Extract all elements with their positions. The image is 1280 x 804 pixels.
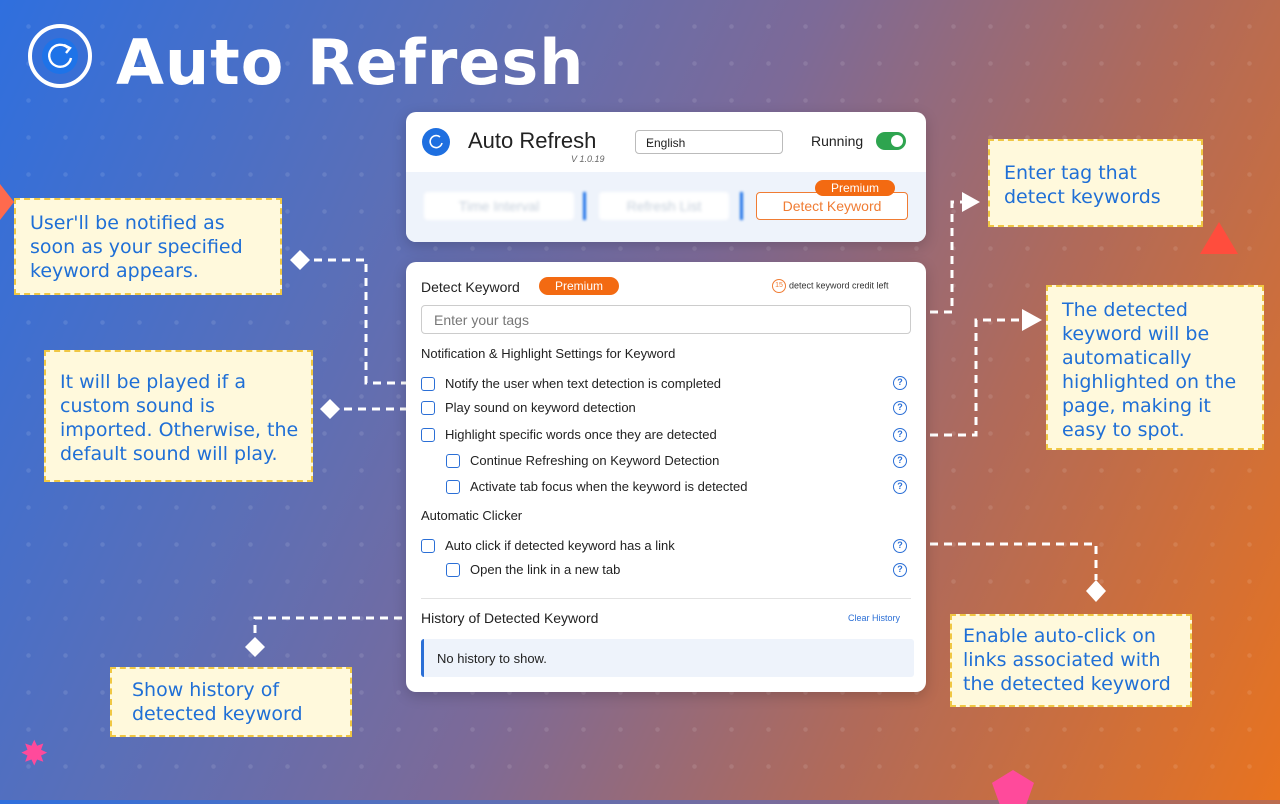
chevron-down-icon: ⌄ [646, 135, 656, 147]
checkbox[interactable] [421, 377, 435, 391]
option-label: Play sound on keyword detection [445, 400, 636, 415]
premium-badge: Premium [539, 277, 619, 295]
checkbox[interactable] [446, 454, 460, 468]
tab-detect-keyword[interactable]: Detect Keyword [756, 192, 908, 220]
notification-heading: Notification & Highlight Settings for Ke… [421, 346, 676, 361]
hero-refresh-icon [28, 24, 92, 88]
callout-tag: Enter tag that detect keywords [988, 139, 1203, 227]
callout-sound: It will be played if a custom sound is i… [44, 350, 313, 482]
panel-title: Detect Keyword [421, 279, 520, 295]
tab-divider [740, 192, 743, 220]
tab-refresh-list[interactable]: Refresh List [599, 192, 729, 220]
history-empty-text: No history to show. [437, 651, 547, 666]
tab-time-interval[interactable]: Time Interval [424, 192, 574, 220]
option-label: Activate tab focus when the keyword is d… [470, 479, 748, 494]
help-icon[interactable]: ? [893, 454, 907, 468]
callout-highlight: The detected keyword will be automatical… [1046, 285, 1264, 450]
callout-notify: User'll be notified as soon as your spec… [14, 198, 282, 295]
running-toggle[interactable] [876, 132, 906, 150]
callout-history: Show history of detected keyword [110, 667, 352, 737]
checkbox[interactable] [446, 480, 460, 494]
language-value: English [646, 136, 686, 150]
checkbox[interactable] [421, 539, 435, 553]
help-icon[interactable]: ? [893, 376, 907, 390]
checkbox[interactable] [421, 401, 435, 415]
checkbox[interactable] [421, 428, 435, 442]
tags-input[interactable] [421, 305, 911, 334]
help-icon[interactable]: ? [893, 401, 907, 415]
clear-history-link[interactable]: Clear History [848, 613, 901, 623]
option-label: Notify the user when text detection is c… [445, 376, 722, 391]
hero-title: Auto Refresh [116, 26, 585, 99]
running-label: Running [811, 133, 864, 149]
option-label: Highlight specific words once they are d… [445, 427, 717, 442]
language-select[interactable]: English ⌄ [635, 130, 783, 154]
clicker-heading: Automatic Clicker [421, 508, 523, 523]
divider [421, 598, 911, 599]
decor-star: ✸ [20, 735, 49, 773]
help-icon[interactable]: ? [893, 563, 907, 577]
credit-text: detect keyword credit left [789, 280, 889, 291]
option-label: Continue Refreshing on Keyword Detection [470, 453, 720, 468]
option-label: Open the link in a new tab [470, 562, 621, 577]
premium-tag: Premium [815, 180, 895, 196]
callout-autoclick: Enable auto-click on links associated wi… [950, 614, 1192, 707]
app-version: V 1.0.19 [571, 154, 605, 164]
extension-header-panel: Auto Refresh V 1.0.19 English ⌄ Running … [406, 112, 926, 242]
help-icon[interactable]: ? [893, 539, 907, 553]
refresh-logo-icon [422, 128, 450, 156]
history-title: History of Detected Keyword [421, 610, 599, 626]
option-label: Auto click if detected keyword has a lin… [445, 538, 675, 553]
decor-pentagon-left [0, 184, 14, 220]
checkbox[interactable] [446, 563, 460, 577]
help-icon[interactable]: ? [893, 428, 907, 442]
credit-coin-icon: 15 [772, 279, 786, 293]
help-icon[interactable]: ? [893, 480, 907, 494]
decor-triangle-right [1200, 222, 1238, 254]
tab-divider [583, 192, 586, 220]
history-list: No history to show. [421, 639, 914, 677]
app-title: Auto Refresh [468, 128, 597, 153]
